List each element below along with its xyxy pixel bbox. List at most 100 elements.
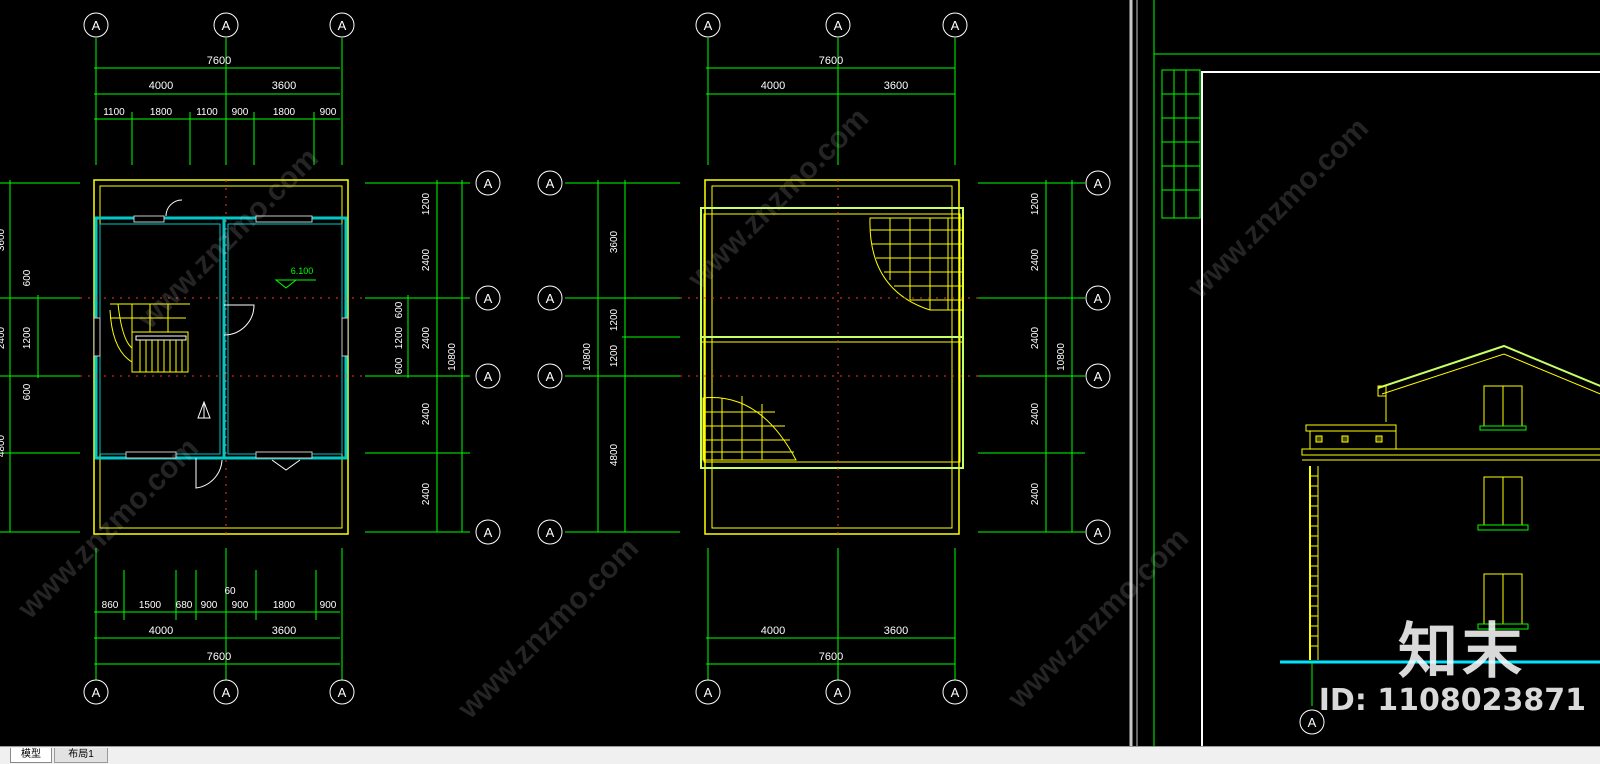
- drawing-frame: [1129, 0, 1600, 753]
- dimension-label: 900: [232, 107, 249, 118]
- axis-bubble: [475, 170, 501, 196]
- watermark-logo: 知末: [1398, 617, 1526, 687]
- dimension-label: 1200: [609, 344, 620, 367]
- layout-tab-bar: 模型 布局1: [0, 746, 1600, 764]
- axis-bubble: [537, 285, 563, 311]
- axis-bubble-label: A: [484, 369, 493, 384]
- axis-bubble-label: A: [546, 369, 555, 384]
- dimension-label: 2400: [1030, 482, 1041, 505]
- axis-bubble: [213, 12, 239, 38]
- axis-bubble: [83, 679, 109, 705]
- level-mark: 6.100: [291, 266, 314, 276]
- dimension-label: 900: [201, 600, 218, 611]
- floor-plan-right: [565, 38, 1085, 680]
- axis-bubble: [1085, 363, 1111, 389]
- dimension-label: 3600: [272, 80, 296, 92]
- axis-bubble: [537, 519, 563, 545]
- axis-bubble-label: A: [222, 685, 231, 700]
- axis-bubble-label: A: [704, 18, 713, 33]
- axis-bubble-label: A: [1094, 369, 1103, 384]
- dimension-label: 7600: [819, 55, 843, 67]
- axis-bubble-label: A: [484, 525, 493, 540]
- walls-left: [93, 179, 349, 535]
- axis-bubble: [1299, 709, 1325, 735]
- dimension-label: 2400: [421, 326, 432, 349]
- dimension-label: 2400: [1030, 248, 1041, 271]
- elevation-drawing: [1280, 344, 1600, 706]
- dimension-label: 2400: [421, 402, 432, 425]
- axis-bubble: [475, 363, 501, 389]
- dimension-label: 680: [176, 600, 193, 611]
- dimension-label: 1800: [150, 107, 173, 118]
- axis-bubble: [213, 679, 239, 705]
- axis-bubble: [942, 679, 968, 705]
- dimension-label: 1200: [22, 326, 33, 349]
- axis-bubble-label: A: [484, 291, 493, 306]
- tab-layout1[interactable]: 布局1: [54, 748, 108, 763]
- axis-bubble: [695, 12, 721, 38]
- axis-bubble-label: A: [1308, 715, 1317, 730]
- axis-bubble-label: A: [951, 18, 960, 33]
- axis-bubble-label: A: [704, 685, 713, 700]
- dimension-label: 2400: [1030, 326, 1041, 349]
- axis-bubble: [475, 285, 501, 311]
- diagonal-watermark: www.znzmo.com www.znzmo.com www.znzmo.co…: [11, 102, 1375, 726]
- watermark-text: www.znzmo.com: [1001, 522, 1195, 716]
- dimension-label: 1100: [196, 107, 218, 118]
- dimension-label: 4800: [609, 443, 620, 466]
- axis-bubble: [537, 170, 563, 196]
- dimension-label: 3600: [0, 228, 7, 251]
- axis-bubble-label: A: [546, 291, 555, 306]
- dimension-label: 2400: [1030, 402, 1041, 425]
- axis-bubble: [825, 679, 851, 705]
- roof-plan-right: [700, 179, 964, 535]
- axis-bubble-label: A: [484, 176, 493, 191]
- dimension-label: 2400: [421, 248, 432, 271]
- dimension-label: 2400: [421, 482, 432, 505]
- axis-bubble: [1085, 285, 1111, 311]
- axis-bubble-label: A: [92, 685, 101, 700]
- axis-bubble: [1085, 170, 1111, 196]
- dimension-label: 1100: [103, 107, 125, 118]
- dimension-label: 60: [224, 586, 236, 597]
- watermark-badge: 知末 ID: 1108023871: [1319, 620, 1586, 718]
- dimension-label: 600: [22, 383, 33, 400]
- axis-bubble: [825, 12, 851, 38]
- axis-bubble: [695, 679, 721, 705]
- axis-bubble-label: A: [546, 525, 555, 540]
- dimension-label: 600: [22, 269, 33, 286]
- dimension-label: 3600: [272, 625, 296, 637]
- level-marker: [274, 279, 316, 289]
- axis-bubble-label: A: [338, 18, 347, 33]
- dimension-label: 1800: [273, 107, 296, 118]
- tab-model[interactable]: 模型: [10, 748, 52, 763]
- dimension-label: 1800: [273, 600, 296, 611]
- dimension-label: 1200: [609, 308, 620, 331]
- axis-bubble-label: A: [1094, 291, 1103, 306]
- dimension-label: 1200: [421, 192, 432, 215]
- dimension-label: 4800: [0, 434, 7, 457]
- dimension-label: 900: [232, 600, 249, 611]
- axis-bubble-label: A: [951, 685, 960, 700]
- dimension-label: 860: [102, 600, 119, 611]
- dimension-label: 10800: [447, 343, 458, 371]
- axis-bubble: [475, 519, 501, 545]
- axis-bubble: [83, 12, 109, 38]
- dimension-label: 4000: [149, 625, 173, 637]
- axis-bubble: [1085, 519, 1111, 545]
- dimension-label: 4000: [761, 625, 785, 637]
- dimension-label: 1200: [1030, 192, 1041, 215]
- axis-bubble-label: A: [834, 18, 843, 33]
- dimension-label: 900: [320, 600, 337, 611]
- dimension-label: 600: [394, 301, 405, 318]
- axis-bubble-label: A: [1094, 176, 1103, 191]
- watermark-text: www.znzmo.com: [1181, 112, 1375, 306]
- dimension-label: 10800: [582, 343, 593, 371]
- axis-bubble: [329, 12, 355, 38]
- axis-bubble-label: A: [92, 18, 101, 33]
- dimension-label: 3600: [884, 625, 908, 637]
- floor-plan-left: [0, 38, 470, 680]
